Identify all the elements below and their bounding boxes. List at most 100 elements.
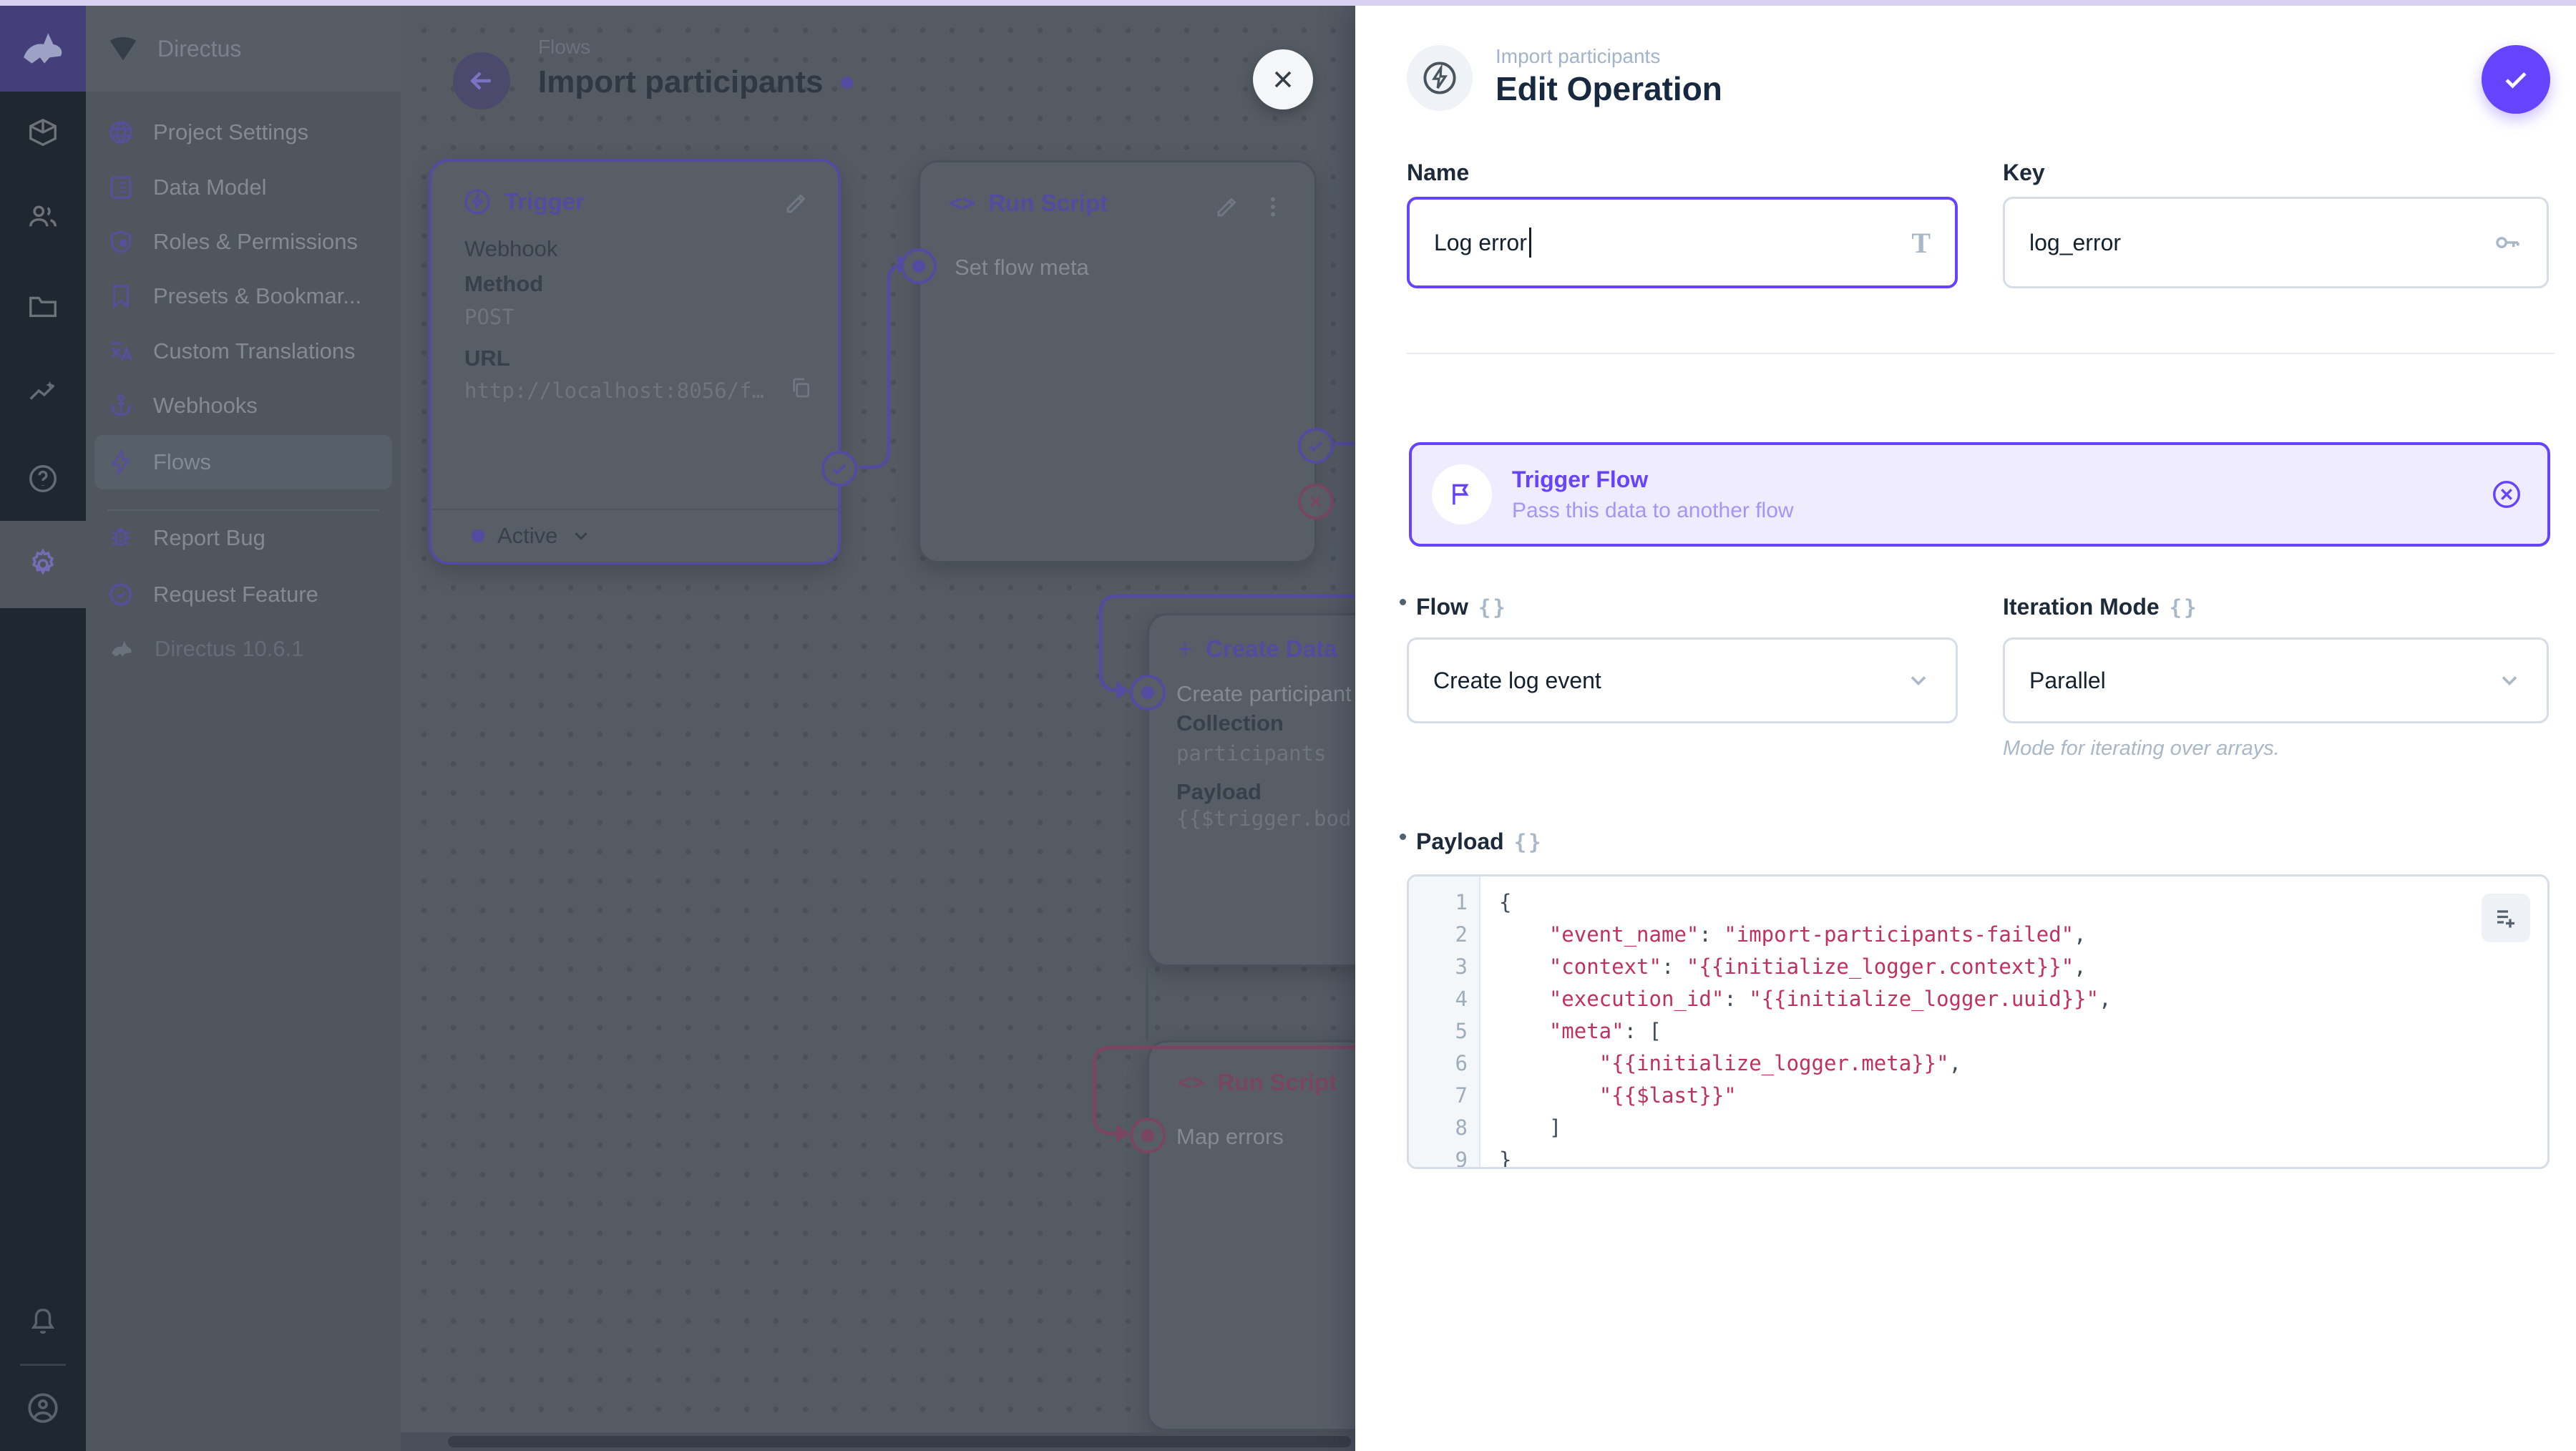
module-item-insights[interactable] (0, 358, 86, 426)
project-chooser[interactable]: Directus (86, 6, 401, 92)
module-bar-divider (20, 1364, 66, 1366)
sidebar-item-custom-translations[interactable]: Custom Translations (94, 324, 392, 378)
check-icon (2505, 72, 2527, 89)
anchor-icon (107, 392, 135, 419)
sidebar-item-request-feature[interactable]: Request Feature (94, 567, 392, 622)
sidebar-version: Directus 10.6.1 (94, 622, 392, 676)
plus-icon: + (1178, 634, 1194, 663)
format-title-icon: T (1911, 226, 1931, 259)
edit-trigger-pencil-icon[interactable] (784, 190, 809, 216)
key-input[interactable]: log_error (2003, 197, 2549, 288)
create-data-input-connector[interactable] (1130, 675, 1166, 710)
editor-options-button[interactable] (2482, 894, 2530, 942)
sidebar-item-project-settings[interactable]: Project Settings (94, 105, 392, 160)
remove-trigger-flow-icon[interactable] (2490, 478, 2523, 511)
iteration-mode-select[interactable]: Parallel (2003, 637, 2549, 723)
banner-title: Trigger Flow (1512, 466, 1649, 492)
trigger-panel-title: Trigger (504, 188, 585, 215)
run-script-panel[interactable]: <> Run Script Set flow meta (901, 160, 1334, 563)
status-dot (472, 529, 484, 542)
sidebar-item-flows[interactable]: Flows (94, 435, 392, 489)
sidebar-item-label: Custom Translations (153, 338, 356, 363)
settings-gear-icon (26, 547, 60, 582)
back-button[interactable] (453, 52, 510, 109)
edit-operation-pencil-icon[interactable] (1214, 194, 1240, 220)
create-data-panel[interactable]: + Create Data Create participant Collect… (1130, 613, 1355, 967)
flow-select[interactable]: Create log event (1407, 637, 1958, 723)
flow-canvas[interactable]: Flows Import participants Trigger Webhoo… (401, 6, 1355, 1451)
raw-value-braces-icon[interactable]: {} (1513, 829, 1543, 854)
files-module-icon (26, 290, 59, 323)
sidebar-item-data-model[interactable]: Data Model (94, 160, 392, 215)
key-label: Key (2003, 160, 2045, 185)
module-bar (0, 6, 86, 1451)
breadcrumb[interactable]: Flows (538, 36, 591, 58)
payload-label: Payload {} (1400, 829, 1543, 855)
notifications-bell-icon (26, 1306, 59, 1339)
map-errors-input-connector[interactable] (1130, 1118, 1166, 1153)
trigger-flow-banner[interactable]: Trigger Flow Pass this data to another f… (1409, 442, 2550, 547)
sidebar-item-webhooks[interactable]: Webhooks (94, 378, 392, 433)
operation-name: Create participant (1176, 681, 1352, 706)
raw-value-braces-icon[interactable]: {} (2169, 595, 2199, 620)
kebab-menu-icon[interactable] (1260, 194, 1286, 220)
scrollbar-thumb[interactable] (448, 1436, 1351, 1447)
save-button[interactable] (2482, 45, 2550, 114)
module-item-help[interactable] (0, 444, 86, 513)
section-divider (1407, 353, 2555, 354)
trigger-panel[interactable]: Trigger Webhook Method POST URL http://l… (429, 159, 857, 565)
map-errors-panel[interactable]: <> Run Script Map errors (1130, 1040, 1355, 1431)
trigger-status-toggle[interactable]: Active (431, 509, 838, 562)
flow-select-value: Create log event (1433, 667, 1601, 693)
collection-value: participants (1176, 741, 1327, 766)
copy-url-icon[interactable] (789, 376, 812, 399)
sidebar-item-label: Webhooks (153, 393, 258, 418)
close-drawer-button[interactable] (1253, 49, 1313, 109)
bookmark-icon (107, 283, 135, 310)
key-value: log_error (2029, 229, 2122, 255)
name-input[interactable]: Log error T (1407, 197, 1958, 288)
code-lines[interactable]: { "event_name": "import-participants-fai… (1499, 890, 2112, 1169)
run-script-reject-connector[interactable] (1298, 484, 1334, 519)
module-item-files[interactable] (0, 272, 86, 341)
create-data-panel-title: Create Data (1206, 635, 1337, 662)
flow-label: Flow {} (1400, 594, 1508, 620)
horizontal-scrollbar[interactable] (401, 1432, 1355, 1451)
url-value: http://localhost:8056/f… (464, 378, 765, 403)
raw-value-braces-icon[interactable]: {} (1478, 595, 1508, 620)
canvas-header: Flows Import participants (401, 6, 1355, 149)
sidebar-item-report-bug[interactable]: Report Bug (94, 511, 392, 565)
module-item-account[interactable] (0, 1374, 86, 1442)
bolt-icon (107, 449, 135, 476)
bug-icon (107, 524, 135, 552)
payload-value: {{$trigger.bod (1176, 806, 1352, 831)
module-item-settings[interactable] (0, 530, 86, 599)
map-errors-panel-title: Run Script (1217, 1069, 1337, 1095)
unsaved-indicator-dot (840, 76, 853, 89)
sidebar-item-presets-bookmarks[interactable]: Presets & Bookmar... (94, 269, 392, 323)
required-dot (1400, 834, 1406, 840)
translate-icon (107, 338, 135, 365)
trigger-resolve-connector[interactable] (821, 451, 857, 487)
window-top-strip (0, 0, 2576, 6)
seal-check-icon (107, 581, 135, 608)
run-script-resolve-connector[interactable] (1298, 428, 1334, 464)
sidebar-item-roles-permissions[interactable]: Roles & Permissions (94, 215, 392, 269)
module-item-content[interactable] (0, 98, 86, 167)
directus-rabbit-small-icon (107, 637, 136, 661)
page-title-row: Import participants (538, 64, 853, 100)
module-item-users[interactable] (0, 182, 86, 251)
run-script-input-connector[interactable] (901, 248, 937, 284)
sidebar-item-label: Request Feature (153, 582, 318, 607)
sidebar-item-label: Roles & Permissions (153, 229, 358, 254)
module-item-notifications[interactable] (0, 1288, 86, 1357)
bolt-circle-icon (464, 189, 490, 215)
module-directus-logo[interactable] (0, 6, 86, 92)
status-label: Active (497, 523, 558, 548)
banner-subtitle: Pass this data to another flow (1512, 498, 1794, 522)
text-cursor (1528, 228, 1531, 258)
flag-icon (1453, 484, 1469, 505)
sidebar-item-label: Project Settings (153, 119, 309, 145)
